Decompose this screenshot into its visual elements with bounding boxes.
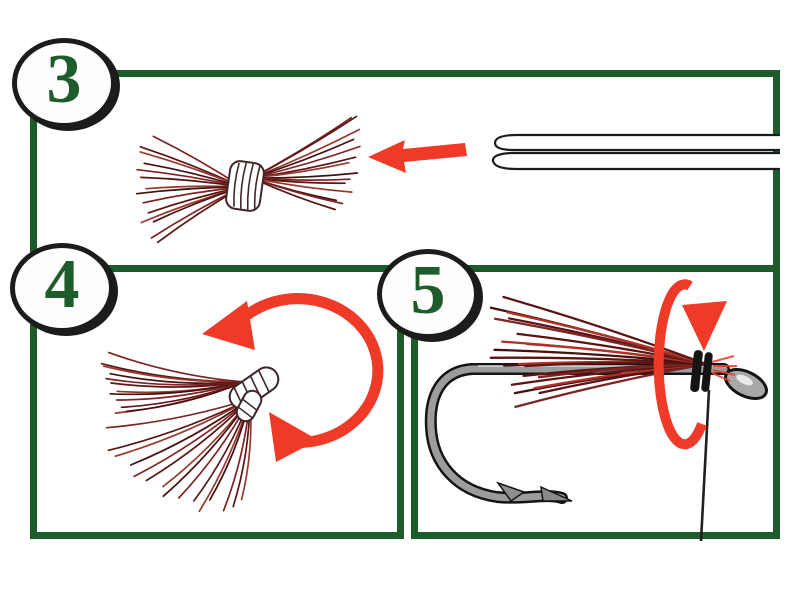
step-badge-3: 3 [12,38,116,128]
step-3-panel [30,70,780,272]
step-number-5: 5 [410,252,446,329]
step-badge-4: 4 [10,243,114,333]
step-number-3: 3 [46,41,82,118]
step-5-panel [411,265,780,539]
step-badge-5: 5 [377,249,479,339]
step-number-4: 4 [44,246,80,323]
step-4-panel [30,265,404,539]
